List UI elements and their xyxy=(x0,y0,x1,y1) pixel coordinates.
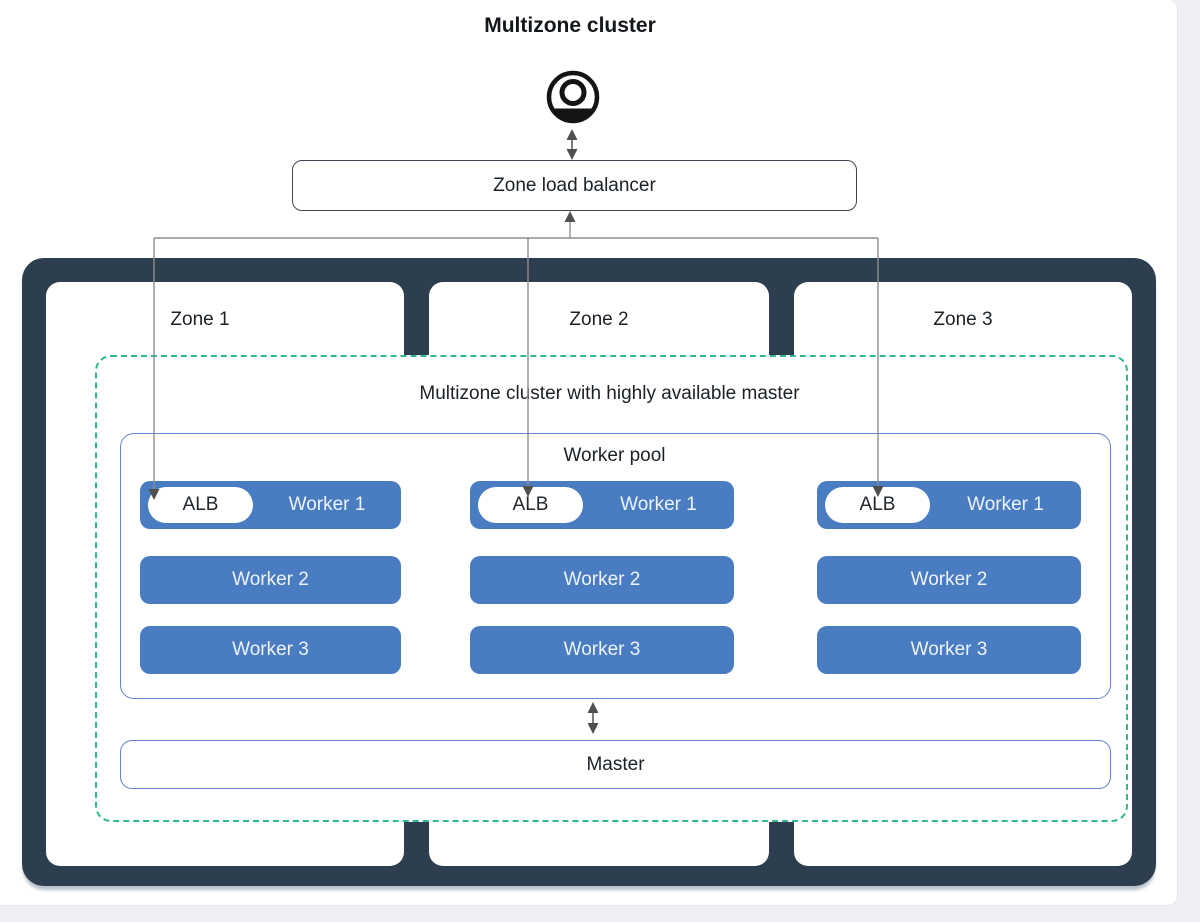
worker-node: Worker 3 xyxy=(140,626,401,674)
zone-1-label: Zone 1 xyxy=(170,309,230,330)
alb-badge: ALB xyxy=(825,487,930,523)
worker-label: Worker 1 xyxy=(620,494,697,515)
up-arrow-icon xyxy=(564,211,576,222)
worker-node: Worker 2 xyxy=(140,556,401,604)
master-box: Master xyxy=(120,740,1111,789)
zone-load-balancer-box: Zone load balancer xyxy=(292,160,857,211)
down-arrow-icon xyxy=(566,149,578,160)
diagram-card: Multizone cluster Zone load balancer Zon… xyxy=(0,0,1178,906)
worker-label: Worker 2 xyxy=(563,569,641,590)
alb-badge: ALB xyxy=(148,487,253,523)
zone-3-label: Zone 3 xyxy=(933,309,993,330)
zone-2-label: Zone 2 xyxy=(569,309,629,330)
worker-label: Worker 3 xyxy=(910,639,988,660)
worker-node: Worker 3 xyxy=(470,626,734,674)
page-title: Multizone cluster xyxy=(484,14,656,37)
worker-pool-label: Worker pool xyxy=(563,445,666,466)
worker-label: Worker 1 xyxy=(288,494,366,515)
user-icon xyxy=(545,68,601,126)
worker-node: ALB Worker 1 xyxy=(140,481,401,529)
worker-label: Worker 3 xyxy=(563,639,641,660)
zone-load-balancer-label: Zone load balancer xyxy=(493,174,656,196)
worker-node: Worker 2 xyxy=(817,556,1081,604)
worker-label: Worker 3 xyxy=(232,639,309,660)
worker-label: Worker 2 xyxy=(232,569,309,590)
worker-node: ALB Worker 1 xyxy=(817,481,1081,529)
master-label: Master xyxy=(586,753,645,775)
up-arrow-icon xyxy=(566,129,578,140)
worker-node: Worker 2 xyxy=(470,556,734,604)
worker-label: Worker 1 xyxy=(967,494,1044,515)
worker-node: Worker 3 xyxy=(817,626,1081,674)
alb-badge: ALB xyxy=(478,487,583,523)
worker-label: Worker 2 xyxy=(910,569,988,590)
ha-master-group-label: Multizone cluster with highly available … xyxy=(419,383,800,404)
worker-node: ALB Worker 1 xyxy=(470,481,734,529)
